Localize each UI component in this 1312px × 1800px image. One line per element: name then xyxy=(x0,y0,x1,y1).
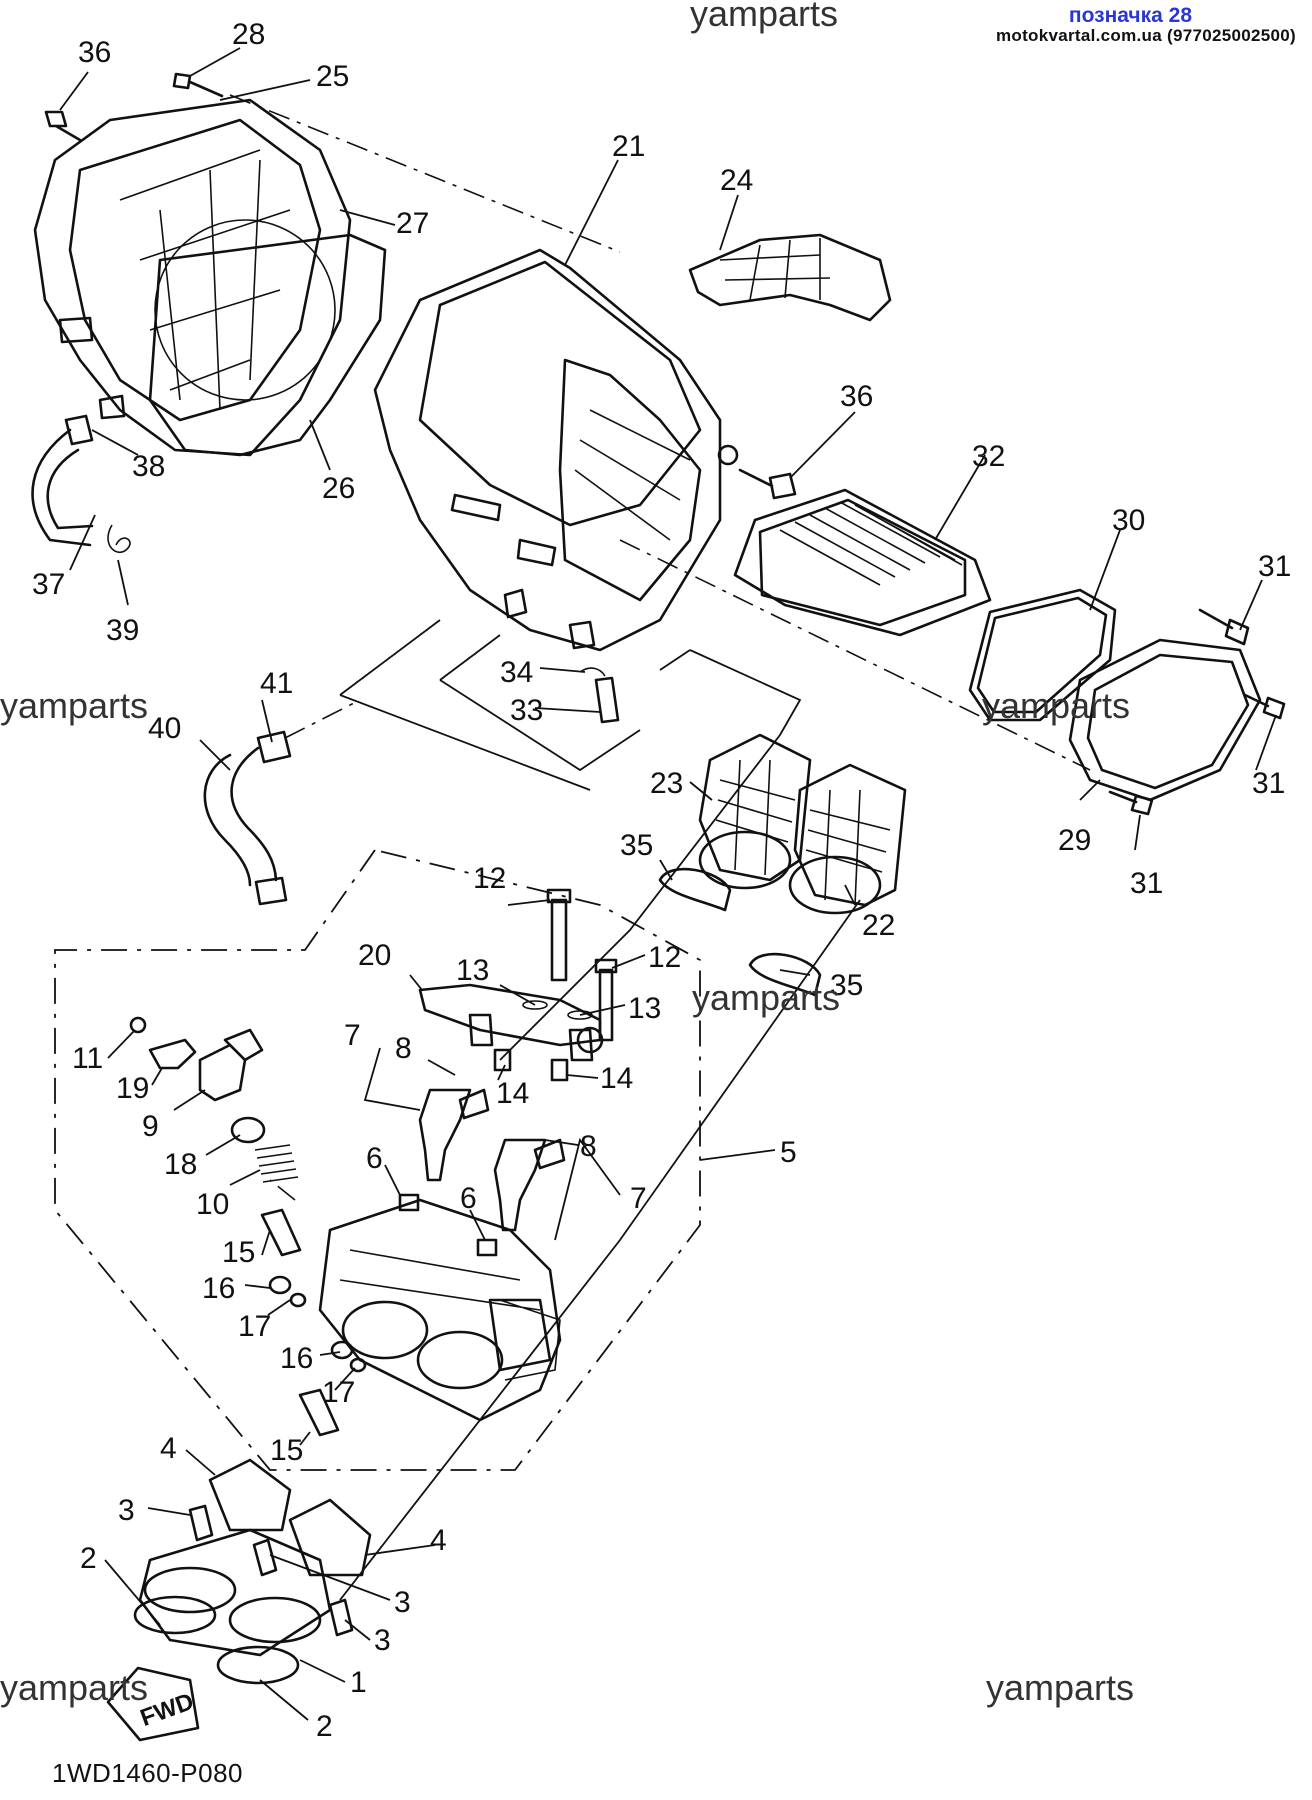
callout-7-left: 7 xyxy=(344,1019,361,1052)
callout-10: 10 xyxy=(196,1188,229,1221)
callout-32: 32 xyxy=(972,440,1005,473)
callout-19: 19 xyxy=(116,1072,149,1105)
watermark-bottom-left: yamparts xyxy=(0,1667,148,1708)
callout-33: 33 xyxy=(510,694,543,727)
callout-40: 40 xyxy=(148,712,181,745)
callout-9: 9 xyxy=(142,1110,159,1143)
callout-6-right: 6 xyxy=(460,1182,477,1215)
bolt-28 xyxy=(172,72,224,98)
callout-21: 21 xyxy=(612,130,645,163)
callout-41-top: 41 xyxy=(260,667,293,700)
callout-13-right: 13 xyxy=(628,992,661,1025)
callout-35-left: 35 xyxy=(620,829,653,862)
orings-6 xyxy=(398,1193,498,1257)
callout-5: 5 xyxy=(780,1136,797,1169)
bolt-36-top xyxy=(44,110,82,142)
injector-right xyxy=(493,1138,566,1232)
seals-14 xyxy=(493,1048,569,1082)
callout-31-c: 31 xyxy=(1130,867,1163,900)
callout-16-top: 16 xyxy=(202,1272,235,1305)
callout-13-top: 13 xyxy=(456,954,489,987)
callout-3-bottom: 3 xyxy=(374,1624,391,1657)
callout-4-right: 4 xyxy=(430,1524,447,1557)
breather-hose xyxy=(31,414,131,554)
callout-30: 30 xyxy=(1112,504,1145,537)
callout-25: 25 xyxy=(316,60,349,93)
callout-14-right: 14 xyxy=(600,1062,633,1095)
assembly-lines xyxy=(54,94,1091,1601)
clamps-35 xyxy=(658,867,822,997)
callout-38: 38 xyxy=(132,450,165,483)
screws-15-16-17 xyxy=(260,1208,367,1437)
seals-13 xyxy=(522,1000,593,1020)
watermark-right: yamparts xyxy=(982,685,1130,726)
callout-36-top: 36 xyxy=(78,36,111,69)
injector-left xyxy=(418,1088,490,1182)
callout-22: 22 xyxy=(862,909,895,942)
callout-2-top: 2 xyxy=(80,1542,97,1575)
watermark-bottom-right: yamparts xyxy=(986,1667,1134,1708)
callout-2-bottom: 2 xyxy=(316,1710,333,1743)
callout-11: 11 xyxy=(72,1042,103,1075)
callout-27: 27 xyxy=(396,207,429,240)
airbox-cover xyxy=(33,98,387,457)
callout-35-right: 35 xyxy=(830,969,863,1002)
callout-3-left: 3 xyxy=(118,1494,135,1527)
leader-lines xyxy=(59,47,1277,1721)
callout-16-bottom: 16 xyxy=(280,1342,313,1375)
air-filter-element xyxy=(733,488,992,637)
callout-17-bottom: 17 xyxy=(322,1376,355,1409)
bolts-12 xyxy=(546,888,618,1042)
callout-18: 18 xyxy=(164,1148,197,1181)
header-label: позначка 28 xyxy=(1068,4,1192,27)
callout-15-bottom: 15 xyxy=(270,1434,303,1467)
callout-12-top: 12 xyxy=(473,862,506,895)
callout-31-b: 31 xyxy=(1252,767,1285,800)
callout-39: 39 xyxy=(106,614,139,647)
watermark-left: yamparts xyxy=(0,685,148,726)
callout-20: 20 xyxy=(358,939,391,972)
intake-joint-23 xyxy=(698,733,812,890)
callout-7-right: 7 xyxy=(630,1182,647,1215)
callout-8-left: 8 xyxy=(395,1032,412,1065)
callout-4-left: 4 xyxy=(160,1432,177,1465)
bolts-3 xyxy=(188,1504,354,1637)
callout-23: 23 xyxy=(650,767,683,800)
drain-plug xyxy=(579,667,620,724)
filter-gasket xyxy=(968,588,1117,722)
callout-12-right: 12 xyxy=(648,941,681,974)
callout-34: 34 xyxy=(500,656,533,689)
drain-hose xyxy=(203,730,292,906)
bolt-36-right xyxy=(738,468,797,500)
callout-26: 26 xyxy=(322,472,355,505)
watermark-top: yamparts xyxy=(690,0,838,34)
watermark-center: yamparts xyxy=(692,977,840,1018)
throttle-body xyxy=(318,1198,562,1422)
header-site: motokvartal.com.ua (977025002500) xyxy=(995,26,1296,45)
callout-36-right: 36 xyxy=(840,380,873,413)
callout-28: 28 xyxy=(232,18,265,51)
callout-1: 1 xyxy=(350,1666,367,1699)
intake-duct xyxy=(688,233,892,322)
callout-8-right: 8 xyxy=(580,1130,597,1163)
callout-29: 29 xyxy=(1058,824,1091,857)
callout-31-a: 31 xyxy=(1258,550,1291,583)
sensor-assembly xyxy=(129,1016,299,1183)
callout-37: 37 xyxy=(32,568,65,601)
joint-plates-4 xyxy=(208,1458,372,1577)
callout-3-mid: 3 xyxy=(394,1586,411,1619)
airbox-case xyxy=(373,248,739,652)
callout-labels: 36 28 25 27 21 24 38 26 37 39 36 32 30 3… xyxy=(32,18,1291,1743)
callout-6-left: 6 xyxy=(366,1142,383,1175)
callout-14-mid: 14 xyxy=(496,1077,529,1110)
watermarks: yamparts yamparts yamparts yamparts yamp… xyxy=(0,0,1134,1708)
callout-15-top: 15 xyxy=(222,1236,255,1269)
diagram-code: 1WD1460-P080 xyxy=(52,1758,243,1788)
filter-cover xyxy=(1068,638,1262,802)
callout-24: 24 xyxy=(720,164,753,197)
callout-17-top: 17 xyxy=(238,1310,271,1343)
intake-joint-22 xyxy=(788,763,907,915)
